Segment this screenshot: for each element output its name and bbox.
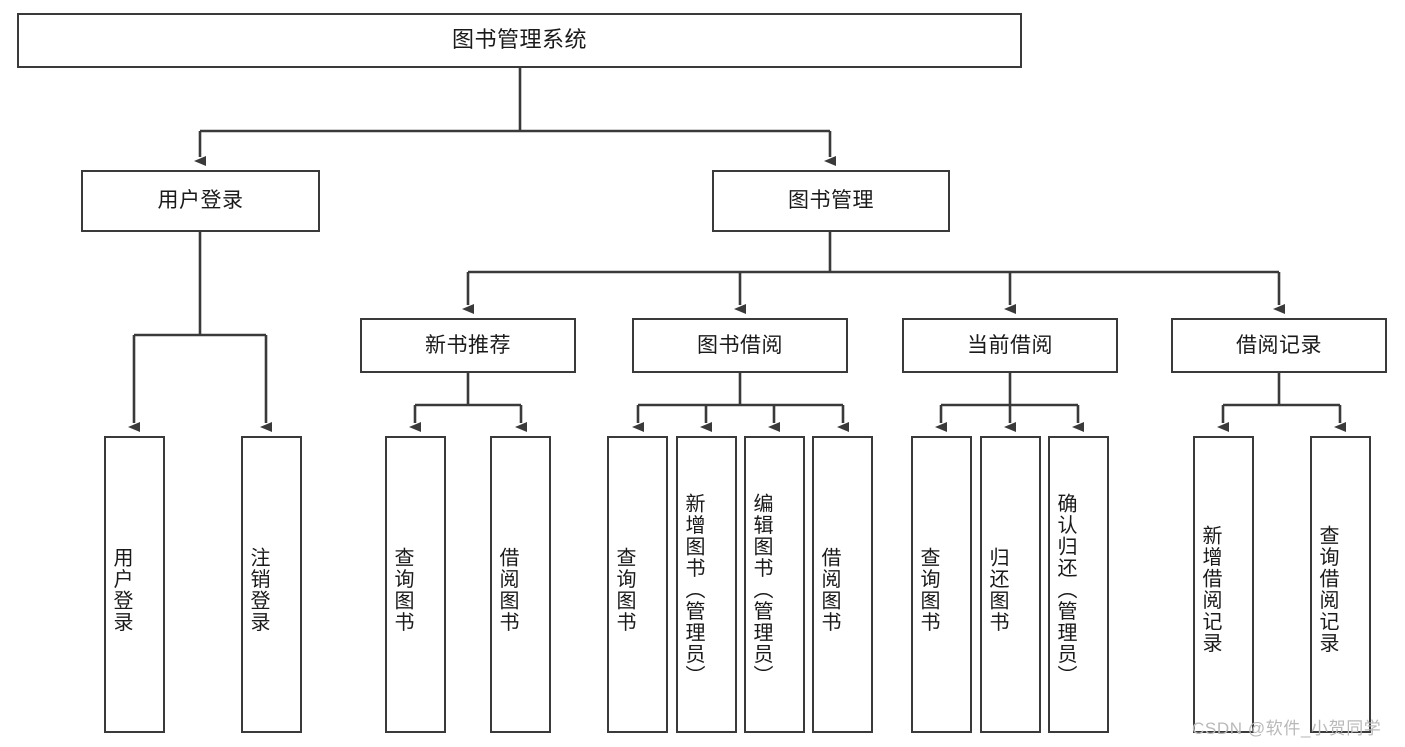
node-leaf-query-book-2[interactable]: 查询图书 [607,436,668,733]
node-label: 查询图书 [917,546,939,633]
node-label: 编辑图书（管理员） [750,492,772,687]
node-new-book-recommend[interactable]: 新书推荐 [360,318,576,373]
node-user-login[interactable]: 用户登录 [81,170,320,232]
node-leaf-query-borrow-record[interactable]: 查询借阅记录 [1310,436,1371,733]
node-label: 查询图书 [613,546,635,633]
node-label: 新书推荐 [425,333,511,357]
node-leaf-borrow-book-1[interactable]: 借阅图书 [490,436,551,733]
node-leaf-borrow-book-2[interactable]: 借阅图书 [812,436,873,733]
node-leaf-query-book-3[interactable]: 查询图书 [911,436,972,733]
node-label: 新增借阅记录 [1199,525,1221,654]
node-label: 借阅记录 [1236,333,1322,357]
node-leaf-return-book[interactable]: 归还图书 [980,436,1041,733]
node-leaf-add-book-admin[interactable]: 新增图书（管理员） [676,436,737,733]
node-label: 注销登录 [247,546,269,633]
node-label: 借阅图书 [818,546,840,633]
node-label: 当前借阅 [967,333,1053,357]
node-label: 图书借阅 [697,333,783,357]
node-label: 用户登录 [110,546,132,633]
node-leaf-logout-login[interactable]: 注销登录 [241,436,302,733]
node-label: 归还图书 [986,546,1008,633]
node-book-management[interactable]: 图书管理 [712,170,950,232]
node-leaf-query-book-1[interactable]: 查询图书 [385,436,446,733]
node-label: 新增图书（管理员） [682,492,704,687]
node-leaf-user-login[interactable]: 用户登录 [104,436,165,733]
node-leaf-confirm-return-admin[interactable]: 确认归还（管理员） [1048,436,1109,733]
node-label: 借阅图书 [496,546,518,633]
node-label: 确认归还（管理员） [1054,492,1076,687]
node-leaf-edit-book-admin[interactable]: 编辑图书（管理员） [744,436,805,733]
node-book-borrow[interactable]: 图书借阅 [632,318,848,373]
node-current-borrow[interactable]: 当前借阅 [902,318,1118,373]
node-leaf-add-borrow-record[interactable]: 新增借阅记录 [1193,436,1254,733]
node-label: 查询图书 [391,546,413,633]
node-label: 用户登录 [157,189,244,213]
node-label: 查询借阅记录 [1316,525,1338,654]
node-label: 图书管理 [788,189,874,213]
node-book-management-system[interactable]: 图书管理系统 [17,13,1022,68]
node-label: 图书管理系统 [451,27,587,53]
node-borrow-record[interactable]: 借阅记录 [1171,318,1387,373]
